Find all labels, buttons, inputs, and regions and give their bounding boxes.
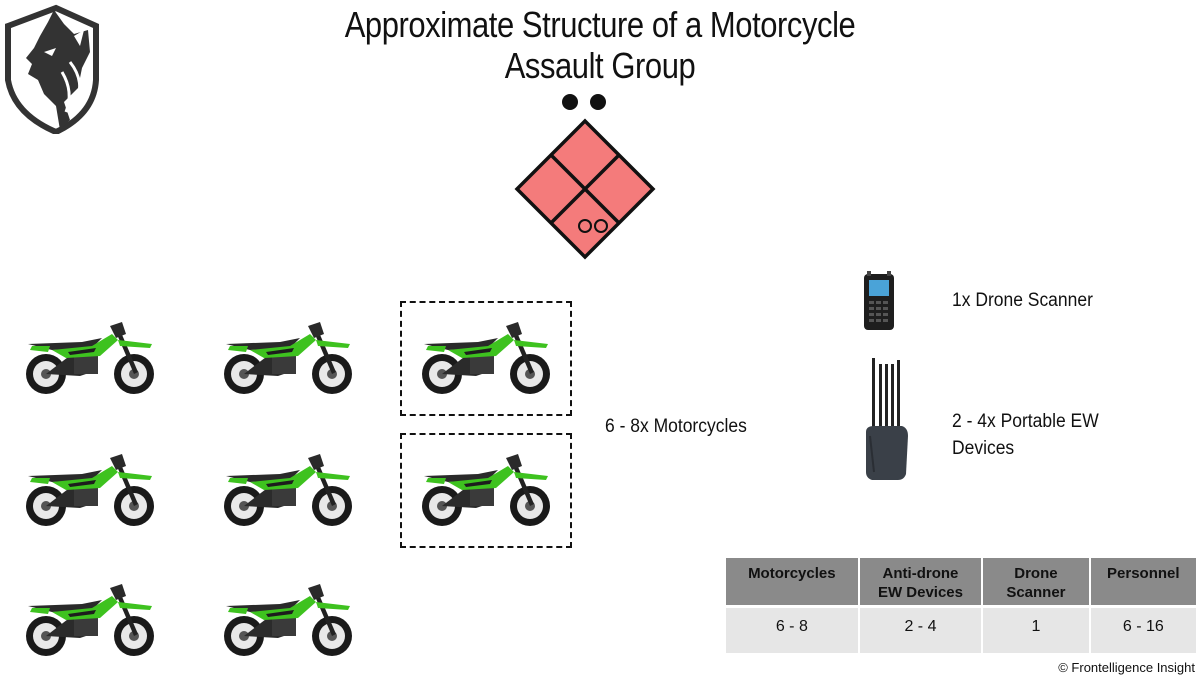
title-line-1: Approximate Structure of a Motorcycle (344, 4, 856, 45)
motorcycle-icon (22, 318, 158, 400)
optional-motorcycle-box (400, 433, 572, 548)
echelon-dot-icon (590, 94, 606, 110)
inner-circle-icon (578, 219, 592, 233)
unit-symbol (510, 88, 660, 263)
motorcycles-label: 6 - 8x Motorcycles (605, 416, 747, 437)
title-line-2: Assault Group (504, 45, 696, 86)
header-personnel: Personnel (1090, 558, 1196, 608)
cell-motorcycles: 6 - 8 (726, 608, 858, 653)
inner-circle-icon (594, 219, 608, 233)
header-motorcycles: Motorcycles (726, 558, 858, 608)
lion-shield-logo (4, 2, 100, 136)
page-title: Approximate Structure of a Motorcycle As… (299, 4, 901, 86)
motorcycle-icon (220, 450, 356, 532)
cell-personnel: 6 - 16 (1090, 608, 1196, 653)
motorcycle-icon (22, 580, 158, 662)
drone-scanner-label: 1x Drone Scanner (952, 290, 1093, 311)
cell-drone-scanner: 1 (983, 608, 1089, 653)
cell-anti-drone-ew: 2 - 4 (859, 608, 982, 653)
copyright-notice: © Frontelligence Insight (1058, 660, 1195, 675)
drone-scanner-icon (862, 271, 896, 331)
echelon-dot-icon (562, 94, 578, 110)
ew-devices-label: 2 - 4x Portable EW Devices (952, 411, 1099, 459)
optional-motorcycle-icon (418, 318, 554, 400)
hostile-unit-diamond-icon (514, 94, 656, 260)
lion-shield-icon (5, 4, 99, 136)
motorcycle-icon (22, 450, 158, 532)
portable-ew-device-icon (864, 356, 908, 480)
motorcycle-icon (220, 318, 356, 400)
optional-motorcycle-box (400, 301, 572, 416)
table-row: 6 - 8 2 - 4 1 6 - 16 (726, 608, 1196, 653)
optional-motorcycle-icon (418, 450, 554, 532)
motorcycle-icon (220, 580, 356, 662)
